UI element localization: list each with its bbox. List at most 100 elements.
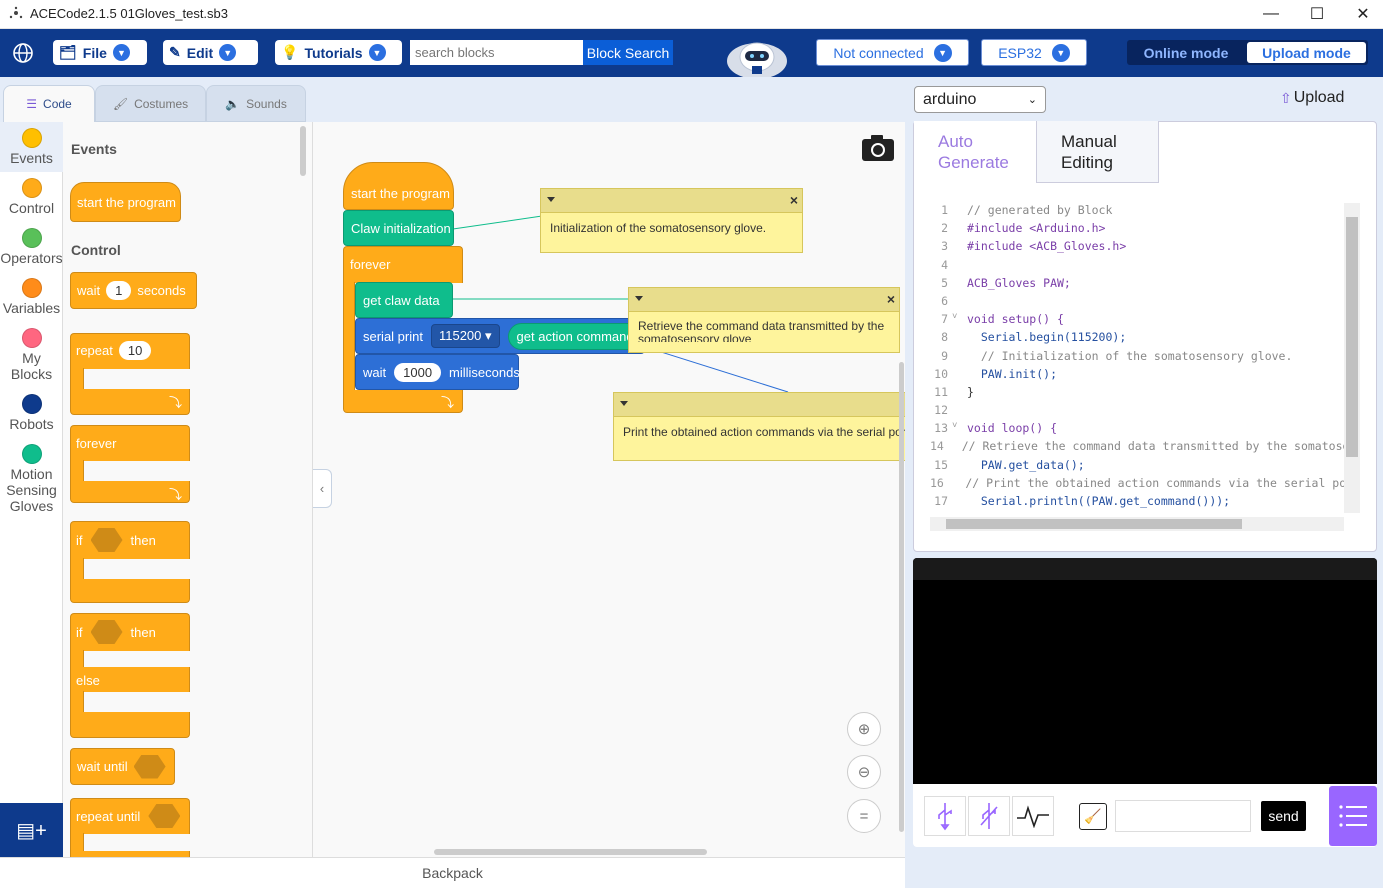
forever-block[interactable] bbox=[343, 246, 463, 283]
chevron-down-icon: ▼ bbox=[219, 44, 237, 61]
tab-code[interactable]: ☰ Code bbox=[3, 85, 95, 122]
menu-list-button[interactable] bbox=[1329, 786, 1377, 846]
script-workspace[interactable]: start the program Claw initialization fo… bbox=[313, 122, 905, 857]
wait-value-input[interactable]: 1 bbox=[106, 281, 132, 300]
zoom-reset-button[interactable]: = bbox=[847, 799, 881, 833]
category-operators[interactable]: Operators bbox=[0, 228, 63, 266]
upload-button[interactable]: ⇧Upload bbox=[1280, 89, 1344, 107]
start-program-hat[interactable]: start the program bbox=[343, 162, 454, 210]
collapse-icon[interactable] bbox=[635, 296, 643, 301]
close-icon[interactable]: × bbox=[886, 291, 895, 307]
category-variables[interactable]: Variables bbox=[0, 278, 63, 316]
close-icon[interactable]: × bbox=[789, 192, 798, 208]
condition-slot[interactable] bbox=[133, 754, 166, 779]
wait-until-block[interactable]: wait until bbox=[70, 748, 175, 785]
code-horizontal-scrollbar[interactable] bbox=[930, 517, 1344, 531]
category-robots[interactable]: Robots bbox=[0, 394, 63, 432]
condition-slot[interactable] bbox=[90, 620, 123, 644]
palette-scrollbar[interactable] bbox=[300, 126, 306, 176]
collapse-icon[interactable] bbox=[620, 401, 628, 406]
code-line: PAW.get_data(); bbox=[967, 457, 1085, 472]
block-label: milliseconds bbox=[449, 364, 520, 380]
tab-auto-generate[interactable]: Auto Generate bbox=[914, 121, 1037, 183]
tab-costumes[interactable]: 🖌 Costumes bbox=[95, 85, 206, 122]
usb-connect-icon[interactable] bbox=[924, 796, 966, 836]
comment-note-1[interactable]: × Initialization of the somatosensory gl… bbox=[540, 188, 803, 253]
repeat-value-input[interactable]: 10 bbox=[118, 341, 152, 360]
category-my-blocks[interactable]: My Blocks bbox=[0, 328, 63, 382]
comment-text[interactable]: Initialization of the somatosensory glov… bbox=[550, 221, 767, 235]
category-label: Robots bbox=[9, 416, 54, 432]
robots-dot-icon bbox=[21, 394, 42, 414]
start-program-block[interactable]: start the program bbox=[70, 182, 181, 222]
loop-arrow-icon: ⤵ bbox=[441, 395, 455, 410]
zoom-in-icon: ⊕ bbox=[857, 721, 871, 738]
camera-icon[interactable] bbox=[861, 134, 895, 162]
block-label: then bbox=[130, 624, 156, 640]
comment-note-2[interactable]: × Retrieve the command data transmitted … bbox=[628, 287, 900, 353]
zoom-out-button[interactable]: ⊖ bbox=[847, 755, 881, 789]
add-extension-button[interactable]: ▤+ bbox=[0, 803, 63, 857]
category-control[interactable]: Control bbox=[0, 178, 63, 216]
get-claw-data-block[interactable]: get claw data bbox=[355, 282, 453, 318]
condition-slot[interactable] bbox=[148, 804, 181, 828]
code-editor[interactable]: 1// generated by Block 2#include <Arduin… bbox=[930, 203, 1360, 533]
vertical-scrollbar[interactable] bbox=[899, 362, 904, 832]
baud-dropdown[interactable]: 115200 ▾ bbox=[430, 324, 500, 348]
code-line: #include <Arduino.h> bbox=[967, 221, 1106, 236]
device-select[interactable]: ESP32 ▼ bbox=[981, 39, 1087, 66]
forever-bottom bbox=[343, 390, 463, 413]
close-icon[interactable]: ✕ bbox=[1356, 6, 1370, 23]
online-mode-button[interactable]: Online mode bbox=[1143, 44, 1229, 61]
serial-print-block[interactable]: serial print 115200 ▾ get action command bbox=[355, 318, 645, 354]
serial-plot-icon[interactable] bbox=[1012, 796, 1054, 836]
send-button[interactable]: send bbox=[1261, 801, 1306, 831]
claw-init-block[interactable]: Claw initialization bbox=[343, 210, 454, 246]
list-icon bbox=[1339, 805, 1367, 827]
collapse-palette-handle[interactable]: ‹ bbox=[313, 469, 332, 508]
usb-disconnect-icon[interactable] bbox=[968, 796, 1010, 836]
connection-select[interactable]: Not connected ▼ bbox=[816, 39, 969, 66]
code-line: // Print the obtained action commands vi… bbox=[951, 475, 1360, 490]
serial-send-input[interactable] bbox=[1115, 800, 1251, 832]
chevron-down-icon: ▼ bbox=[368, 44, 386, 61]
get-action-command-reporter[interactable]: get action command bbox=[507, 322, 643, 350]
search-input[interactable] bbox=[410, 40, 583, 65]
block-search-button[interactable]: Block Search bbox=[583, 40, 673, 65]
condition-slot[interactable] bbox=[90, 528, 123, 552]
wait-ms-block[interactable]: wait 1000 milliseconds bbox=[355, 354, 520, 390]
upload-icon: ⇧ bbox=[1280, 89, 1292, 106]
globe-icon[interactable] bbox=[12, 42, 34, 64]
edit-menu[interactable]: ✎ Edit ▼ bbox=[163, 40, 258, 65]
comment-text[interactable]: Print the obtained action commands via t… bbox=[623, 425, 905, 439]
code-line: // Initialization of the somatosensory g… bbox=[967, 348, 1293, 363]
tab-sounds[interactable]: 🔈 Sounds bbox=[206, 85, 306, 122]
tutorials-menu[interactable]: 💡 Tutorials ▼ bbox=[275, 40, 402, 65]
app-icon bbox=[9, 6, 23, 19]
file-menu[interactable]: 🗂 File ▼ bbox=[53, 40, 147, 65]
zoom-in-button[interactable]: ⊕ bbox=[847, 712, 881, 746]
events-section-title: Events bbox=[71, 141, 117, 157]
code-line: void setup() { bbox=[967, 312, 1064, 327]
chevron-down-icon: ▼ bbox=[933, 43, 952, 62]
backpack[interactable]: Backpack bbox=[0, 857, 905, 888]
wait-seconds-block[interactable]: wait 1 seconds bbox=[70, 272, 197, 309]
board-select[interactable]: arduino⌄ bbox=[914, 86, 1046, 113]
comment-text[interactable]: Retrieve the command data transmitted by… bbox=[638, 319, 885, 343]
comment-note-3[interactable]: Print the obtained action commands via t… bbox=[613, 392, 905, 461]
file-icon: 🗂 bbox=[59, 44, 77, 60]
horizontal-scrollbar[interactable] bbox=[434, 849, 707, 855]
upload-mode-button[interactable]: Upload mode bbox=[1247, 42, 1366, 63]
collapse-icon[interactable] bbox=[547, 197, 555, 202]
category-motion-sensing-gloves[interactable]: Motion Sensing Gloves bbox=[0, 444, 63, 514]
code-vertical-scrollbar[interactable] bbox=[1344, 203, 1360, 513]
block-label: serial print bbox=[363, 328, 423, 344]
tab-manual-editing[interactable]: Manual Editing bbox=[1037, 121, 1159, 183]
board-select-value: arduino bbox=[923, 90, 977, 108]
category-events[interactable]: Events bbox=[0, 128, 63, 166]
window-title: ACECode2.1.5 01Gloves_test.sb3 bbox=[30, 6, 229, 21]
wait-ms-input[interactable]: 1000 bbox=[394, 362, 442, 382]
clear-output-icon[interactable]: 🧹 bbox=[1079, 803, 1107, 830]
minimize-icon[interactable]: — bbox=[1263, 5, 1279, 22]
maximize-icon[interactable]: ☐ bbox=[1309, 6, 1325, 23]
